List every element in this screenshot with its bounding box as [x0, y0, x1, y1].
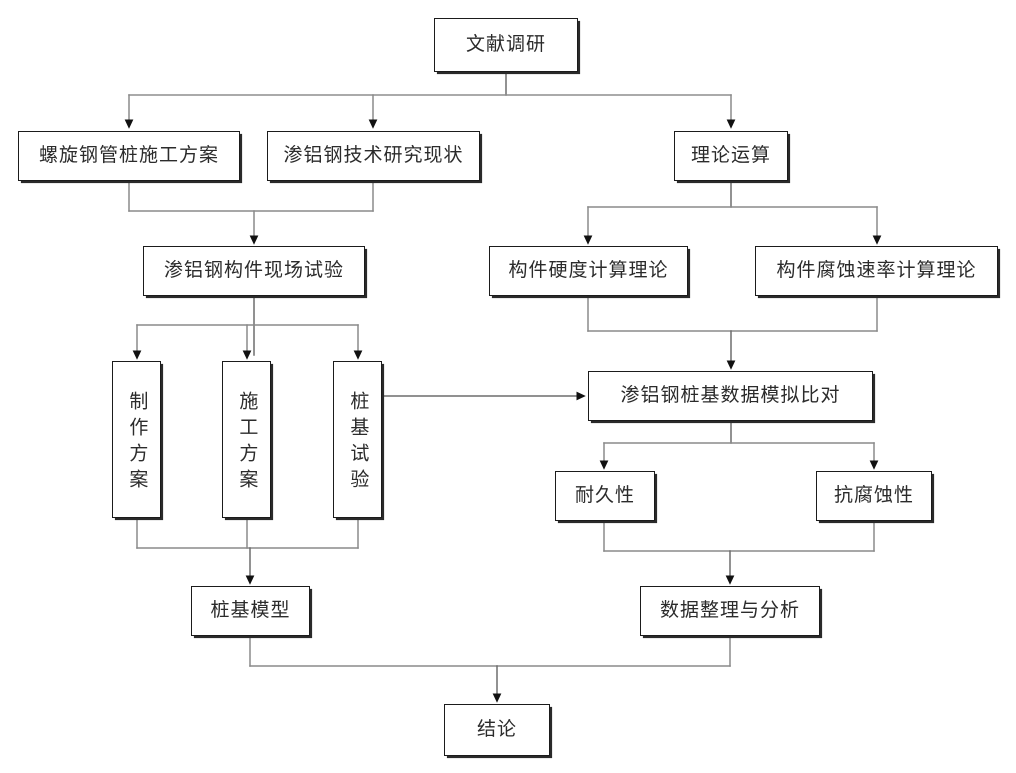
node-label: 理论运算 [690, 144, 771, 167]
node-construction-plan[interactable]: 施工方案 [222, 361, 271, 518]
node-literature-review[interactable]: 文献调研 [434, 18, 578, 72]
node-theoretical-computation[interactable]: 理论运算 [674, 131, 788, 181]
node-durability[interactable]: 耐久性 [555, 471, 655, 521]
node-label: 渗铝钢桩基数据模拟比对 [620, 384, 841, 407]
node-component-hardness-calculation-theory[interactable]: 构件硬度计算理论 [489, 246, 688, 296]
node-label: 渗铝钢构件现场试验 [163, 259, 344, 282]
node-label: 螺旋钢管桩施工方案 [38, 144, 219, 167]
node-aluminized-steel-component-field-test[interactable]: 渗铝钢构件现场试验 [143, 246, 365, 296]
node-label: 结论 [476, 718, 517, 741]
node-label: 制作方案 [126, 390, 149, 495]
node-conclusion[interactable]: 结论 [444, 704, 550, 756]
node-component-corrosion-rate-calculation-theory[interactable]: 构件腐蚀速率计算理论 [755, 246, 998, 296]
node-label: 耐久性 [574, 484, 635, 507]
node-aluminized-steel-research-status[interactable]: 渗铝钢技术研究现状 [267, 131, 480, 181]
node-label: 桩基模型 [210, 599, 291, 622]
node-label: 桩基试验 [347, 390, 370, 495]
node-data-organization-and-analysis[interactable]: 数据整理与分析 [640, 586, 820, 636]
node-label: 数据整理与分析 [659, 599, 800, 622]
node-label: 文献调研 [465, 33, 546, 56]
node-label: 构件腐蚀速率计算理论 [776, 259, 977, 282]
node-pile-foundation-test[interactable]: 桩基试验 [333, 361, 382, 518]
node-fabrication-plan[interactable]: 制作方案 [112, 361, 161, 518]
node-pile-foundation-model[interactable]: 桩基模型 [191, 586, 310, 636]
node-label: 施工方案 [236, 390, 259, 495]
node-label: 抗腐蚀性 [833, 484, 914, 507]
node-corrosion-resistance[interactable]: 抗腐蚀性 [816, 471, 932, 521]
node-spiral-steel-pipe-pile-construction-plan[interactable]: 螺旋钢管桩施工方案 [18, 131, 240, 181]
node-label: 构件硬度计算理论 [508, 259, 669, 282]
node-label: 渗铝钢技术研究现状 [283, 144, 464, 167]
node-aluminized-steel-pile-data-simulation-comparison[interactable]: 渗铝钢桩基数据模拟比对 [588, 371, 873, 421]
